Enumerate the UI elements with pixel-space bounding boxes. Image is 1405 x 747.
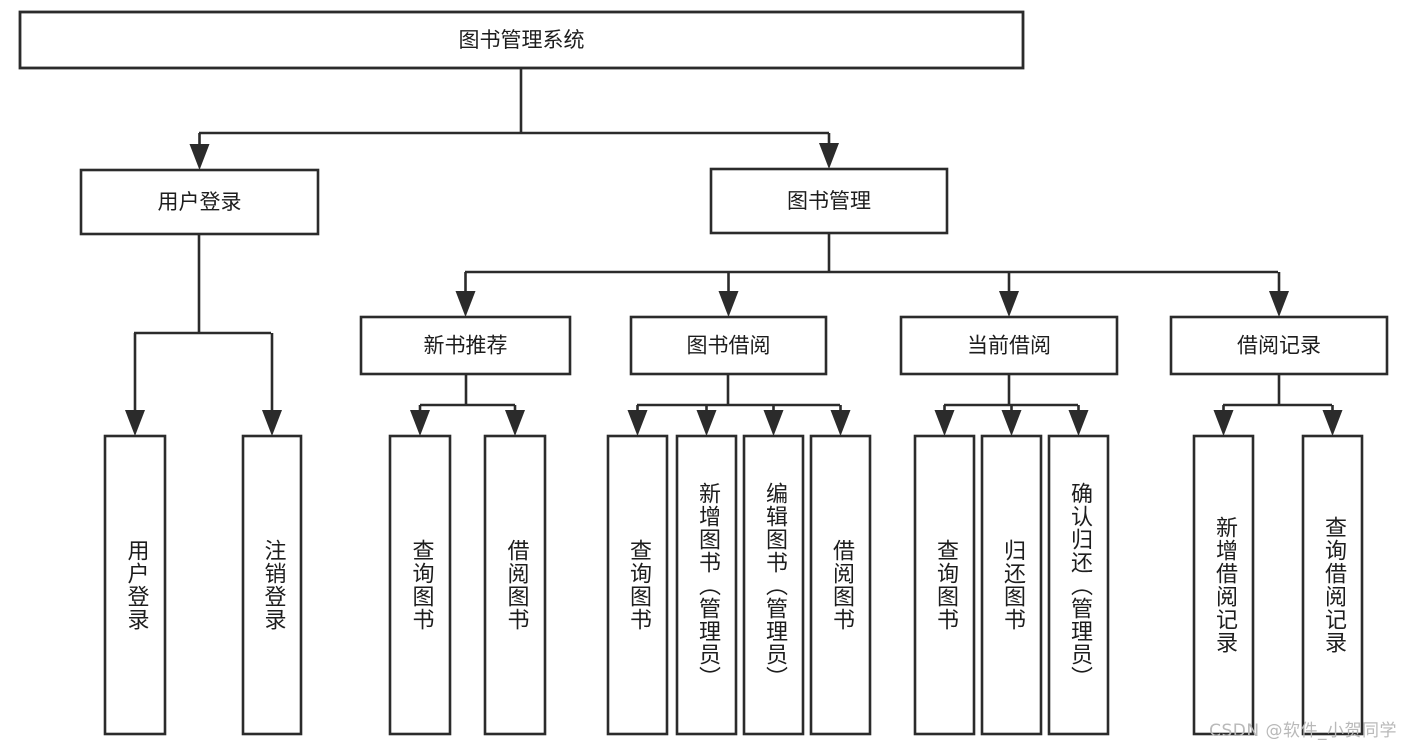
arrow-connector [1068,405,1089,436]
arrow-connector [830,405,851,436]
arrow-connector [189,133,210,170]
node-box-leaf-borrow-book-2 [809,434,872,736]
node-label-current-borrow: 当前借阅 [967,334,1051,358]
arrow-connector [262,333,282,436]
connector-bus-current-borrow [944,374,1078,407]
node-box-leaf-return-book [980,434,1043,736]
arrow-connector [718,272,739,317]
node-box-leaf-edit-book [742,434,805,736]
connector-bus-book-mgmt [465,233,1278,274]
node-borrow-record[interactable]: 借阅记录 [1169,315,1389,376]
arrow-connector [1213,405,1234,436]
arrow-connector [819,133,839,169]
node-label-borrow-record: 借阅记录 [1237,334,1321,358]
arrow-connector [1269,272,1289,317]
node-box-root [18,10,1025,70]
node-leaf-query-record[interactable] [1301,434,1364,736]
node-label-user-login: 用户登录 [158,190,242,214]
node-box-leaf-add-book [675,434,738,736]
arrow-connector [934,405,955,436]
node-leaf-borrow-book-1[interactable] [483,434,547,736]
node-box-user-login [79,168,320,236]
node-label-root: 图书管理系统 [459,28,585,52]
node-box-leaf-query-book-2 [606,434,669,736]
node-leaf-query-book-1[interactable] [388,434,452,736]
node-label-new-book-rec: 新书推荐 [424,334,508,358]
node-box-leaf-add-record [1192,434,1255,736]
edge-layer [125,68,1343,436]
node-box-leaf-confirm-return [1047,434,1110,736]
node-leaf-query-book-3[interactable] [913,434,976,736]
arrow-connector [1322,405,1343,436]
node-box-borrow-record [1169,315,1389,376]
node-leaf-add-book[interactable] [675,434,738,736]
arrow-connector [627,405,648,436]
node-leaf-edit-book[interactable] [742,434,805,736]
node-new-book-rec[interactable]: 新书推荐 [359,315,572,376]
node-box-book-mgmt [709,167,949,235]
node-current-borrow[interactable]: 当前借阅 [899,315,1119,376]
node-box-leaf-user-login [103,434,167,736]
watermark-text: CSDN @软件_小贺同学 [1209,721,1397,741]
node-leaf-user-login[interactable] [103,434,167,736]
node-box-leaf-query-book-1 [388,434,452,736]
node-leaf-confirm-return[interactable] [1047,434,1110,736]
node-box-current-borrow [899,315,1119,376]
node-box-book-borrow [629,315,828,376]
arrow-connector [125,333,145,436]
node-box-leaf-query-book-3 [913,434,976,736]
node-label-book-borrow: 图书借阅 [687,334,771,358]
node-box-leaf-logout [241,434,303,736]
node-book-mgmt[interactable]: 图书管理 [709,167,949,235]
arrow-connector [696,405,717,436]
node-book-borrow[interactable]: 图书借阅 [629,315,828,376]
node-box-new-book-rec [359,315,572,376]
node-user-login[interactable]: 用户登录 [79,168,320,236]
arrow-connector [999,272,1019,317]
node-leaf-logout[interactable] [241,434,303,736]
arrow-connector [410,405,430,436]
connector-bus-book-borrow [637,374,840,407]
node-label-book-mgmt: 图书管理 [787,189,871,213]
arrow-connector [455,272,476,317]
connector-bus-new-book-rec [420,374,515,407]
node-root[interactable]: 图书管理系统 [18,10,1025,70]
node-leaf-borrow-book-2[interactable] [809,434,872,736]
node-leaf-add-record[interactable] [1192,434,1255,736]
connector-bus-root [199,68,829,135]
connector-bus-user-login [134,234,271,335]
connector-bus-borrow-record [1223,374,1332,407]
node-box-leaf-borrow-book-1 [483,434,547,736]
node-box-leaf-query-record [1301,434,1364,736]
node-leaf-return-book[interactable] [980,434,1043,736]
node-leaf-query-book-2[interactable] [606,434,669,736]
arrow-connector [505,405,525,436]
arrow-connector [1001,405,1022,436]
arrow-connector [763,405,784,436]
